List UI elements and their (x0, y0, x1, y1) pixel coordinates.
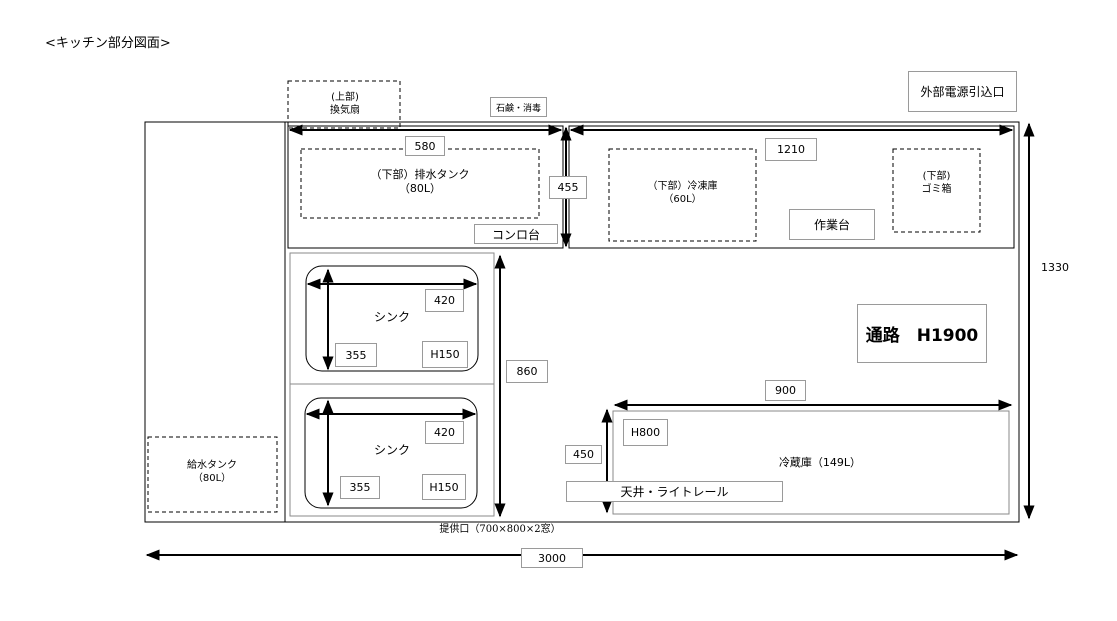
upper-vent-outline (287, 80, 401, 129)
dim-420-label-upper: 420 (425, 289, 464, 312)
sink-height-lower: H150 (422, 474, 466, 500)
trash-outline (892, 148, 981, 233)
sink-basin-lower (304, 397, 478, 509)
freezer-label: （下部）冷凍庫 （60L） (647, 181, 718, 205)
sink-height-upper: H150 (422, 341, 468, 368)
upper-vent-label: (上部) 換気扇 (330, 92, 360, 116)
dim-860-label: 860 (506, 360, 548, 383)
dim-580-label: 580 (405, 136, 445, 156)
kitchen-outer-wall (144, 121, 1020, 523)
dim-420-label-lower: 420 (425, 421, 464, 444)
drain-tank-label: （下部）排水タンク （80L） (370, 168, 470, 196)
fridge-outline (612, 410, 1010, 515)
dim-1330-label: 1330 (1041, 261, 1069, 274)
fridge-label: 冷蔵庫（149L） (778, 456, 862, 469)
dim-355-label-upper: 355 (335, 343, 377, 367)
dim-3000-label: 3000 (521, 548, 583, 568)
sink-lower-label: シンク (373, 443, 410, 457)
dim-355-label-lower: 355 (340, 476, 380, 499)
dim-900-label: 900 (765, 380, 806, 401)
dim-455-label: 455 (549, 176, 587, 199)
water-tank-label: 給水タンク （80L） (187, 460, 237, 484)
soap-sign: 石鹸・消毒 (490, 97, 547, 117)
trash-label: (下部) ゴミ箱 (921, 171, 952, 195)
dim-1210-label: 1210 (765, 138, 817, 161)
freezer-outline (608, 148, 757, 242)
water-tank-outline (147, 436, 278, 513)
workbench-label: 作業台 (789, 209, 875, 240)
serving-window-label: 提供口（700×800×2窓） (439, 524, 561, 535)
sink-basin-upper (305, 265, 479, 372)
power-inlet-label: 外部電源引込口 (908, 71, 1017, 112)
fridge-height-label: H800 (623, 419, 668, 446)
sink-upper-label: シンク (373, 310, 410, 324)
stove-counter-label: コンロ台 (474, 224, 558, 244)
dim-450-label: 450 (565, 445, 602, 464)
light-rail-label: 天井・ライトレール (566, 481, 783, 502)
page-title: <キッチン部分図面> (45, 36, 171, 51)
aisle-label: 通路 H1900 (857, 304, 987, 363)
